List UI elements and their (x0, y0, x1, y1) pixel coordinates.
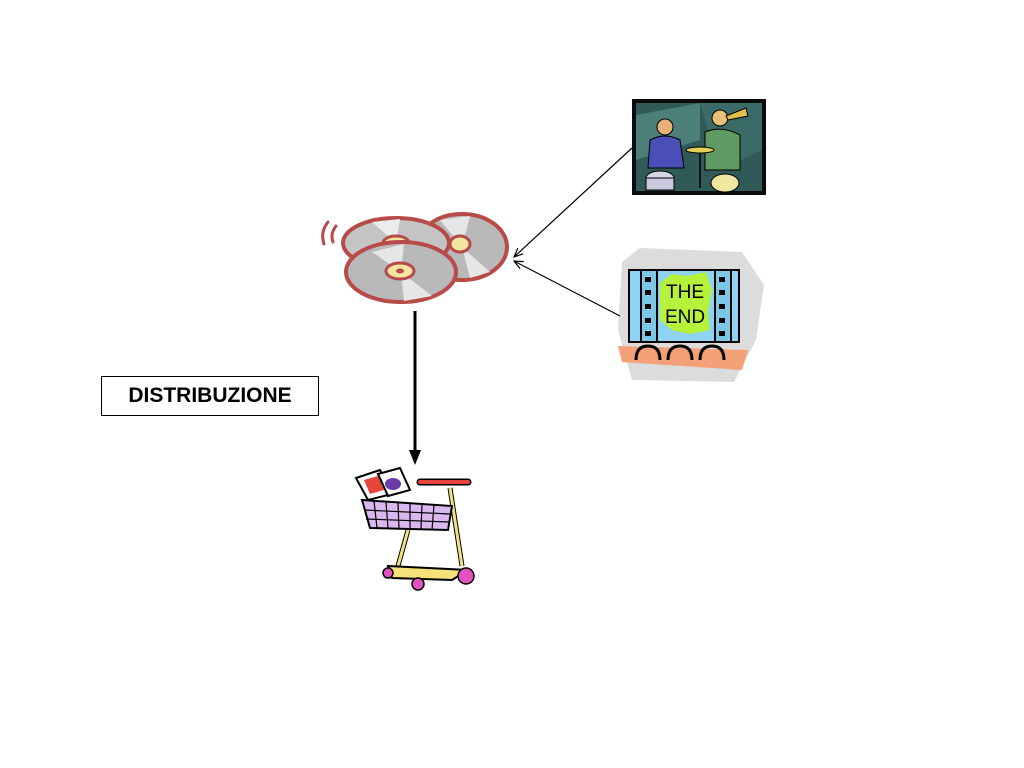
distribuzione-label: DISTRIBUZIONE (101, 376, 319, 416)
jazz-band-clipart (632, 99, 766, 195)
film-end-word-the: THE (666, 282, 704, 303)
compact-discs-clipart (323, 214, 507, 302)
shopping-cart-clipart (356, 468, 474, 590)
arrow-jazz-to-discs (514, 148, 632, 257)
the-end-film-clipart: THE END (618, 248, 764, 382)
arrow-discs-to-cart-head (409, 450, 421, 465)
arrow-film-to-discs (514, 261, 620, 316)
film-end-word-end: END (665, 307, 705, 328)
